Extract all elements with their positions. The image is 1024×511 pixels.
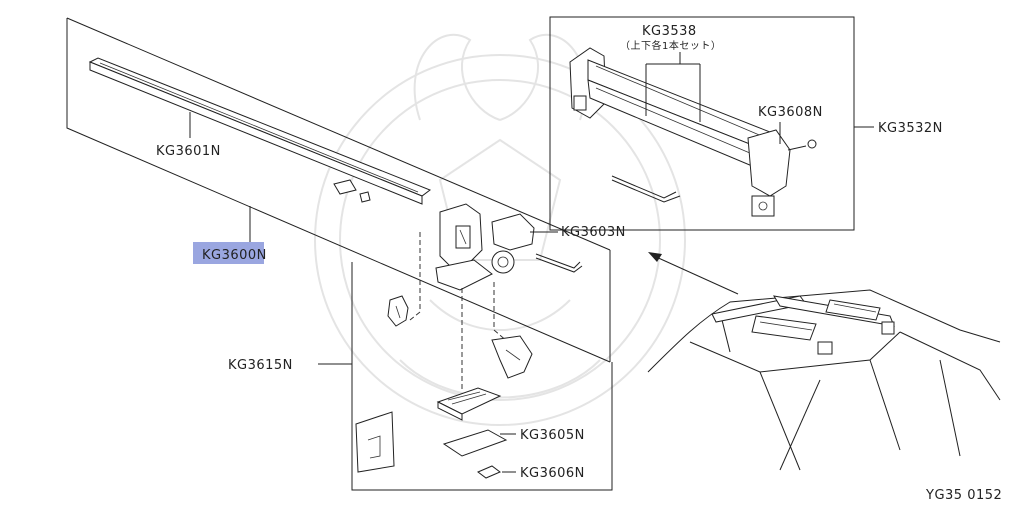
label-kg3605n[interactable]: KG3605N [520, 428, 585, 443]
label-kg3532n[interactable]: KG3532N [878, 121, 943, 136]
ski-carrier-part[interactable] [569, 47, 791, 217]
bracket-part[interactable] [491, 335, 533, 379]
label-kg3615n[interactable]: KG3615N [228, 358, 293, 373]
key-part[interactable] [787, 139, 817, 151]
label-kg3538[interactable]: KG3538 [642, 24, 697, 39]
figure-code: YG35 0152 [925, 488, 1002, 503]
rubber-pad-part[interactable] [436, 387, 502, 421]
clamp-assembly-part[interactable] [435, 203, 535, 291]
sheet-pad-part[interactable] [442, 429, 508, 457]
direction-arrow [648, 252, 739, 295]
label-kg3608n[interactable]: KG3608N [758, 105, 823, 120]
clip-bracket-part[interactable] [387, 295, 409, 327]
label-kg3606n[interactable]: KG3606N [520, 466, 585, 481]
attachment-inset-panel [549, 16, 855, 231]
car-roof-illustration [647, 289, 1001, 471]
main-bar-panel [66, 17, 611, 363]
label-kg3601n[interactable]: KG3601N [156, 144, 221, 159]
label-kg3600n[interactable]: KG3600N [202, 248, 267, 263]
bar-endcap-small[interactable] [333, 179, 371, 203]
allen-key-part[interactable] [611, 175, 681, 203]
selected-part-highlight [193, 242, 264, 264]
sub-kit-panel [351, 262, 613, 491]
allen-key-small[interactable] [535, 253, 583, 273]
leader-lines [189, 52, 874, 473]
label-kg3538-note: （上下各1本セット） [620, 39, 721, 52]
small-clip-part[interactable] [477, 465, 501, 479]
roof-bar-part[interactable] [88, 57, 432, 205]
label-kg3603n[interactable]: KG3603N [561, 225, 626, 240]
template-sheet-part[interactable] [355, 411, 395, 473]
